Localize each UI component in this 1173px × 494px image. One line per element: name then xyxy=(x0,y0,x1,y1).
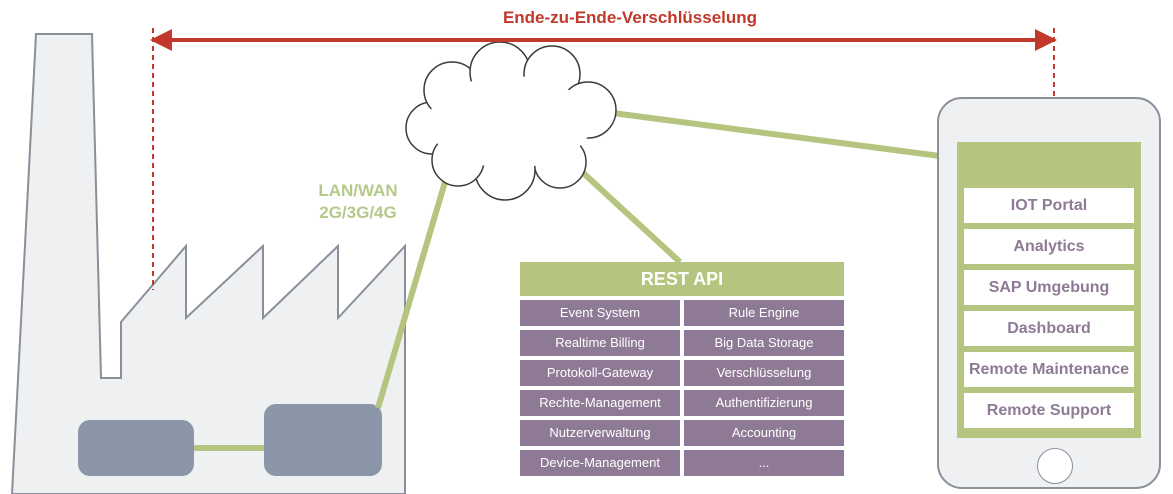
network-line-1: LAN/WAN xyxy=(318,181,398,200)
phone-app-remote-maintenance[interactable]: Remote Maintenance xyxy=(964,352,1134,387)
api-service: Protokoll-Gateway xyxy=(520,360,680,386)
home-button[interactable] xyxy=(1037,448,1073,484)
encryption-title: Ende-zu-Ende-Verschlüsselung xyxy=(502,8,758,27)
api-link xyxy=(577,167,683,265)
phone-app-remote-support[interactable]: Remote Support xyxy=(964,393,1134,428)
api-service: Nutzerverwaltung xyxy=(520,420,680,446)
rest-api-title: REST API xyxy=(520,262,844,296)
api-service: Rechte-Management xyxy=(520,390,680,416)
arrow-right-icon xyxy=(1035,29,1057,51)
phone-app-sap[interactable]: SAP Umgebung xyxy=(964,270,1134,305)
phone-link xyxy=(604,109,941,159)
api-service-grid: Event System Rule Engine Realtime Billin… xyxy=(520,300,844,476)
device-2 xyxy=(264,404,382,476)
api-service: Event System xyxy=(520,300,680,326)
factory-building xyxy=(10,33,406,494)
phone-app-dashboard[interactable]: Dashboard xyxy=(964,311,1134,346)
api-service: Device-Management xyxy=(520,450,680,476)
device-1 xyxy=(78,420,194,476)
network-label: LAN/WAN 2G/3G/4G xyxy=(298,180,418,224)
phone-app-analytics[interactable]: Analytics xyxy=(964,229,1134,264)
api-service: Accounting xyxy=(684,420,844,446)
api-service: Rule Engine xyxy=(684,300,844,326)
lan-wan-link xyxy=(375,181,448,409)
phone-app-list: IOT Portal Analytics SAP Umgebung Dashbo… xyxy=(964,188,1134,434)
arrow-left-icon xyxy=(150,29,172,51)
network-line-2: 2G/3G/4G xyxy=(319,203,397,222)
api-service: Verschlüsselung xyxy=(684,360,844,386)
phone-app-iot-portal[interactable]: IOT Portal xyxy=(964,188,1134,223)
cloud-icon xyxy=(405,41,617,201)
rest-api-panel: REST API Event System Rule Engine Realti… xyxy=(520,262,844,494)
api-service: ... xyxy=(684,450,844,476)
phone-screen: IOT Portal Analytics SAP Umgebung Dashbo… xyxy=(957,142,1141,438)
api-service: Realtime Billing xyxy=(520,330,680,356)
api-service: Big Data Storage xyxy=(684,330,844,356)
api-service: Authentifizierung xyxy=(684,390,844,416)
